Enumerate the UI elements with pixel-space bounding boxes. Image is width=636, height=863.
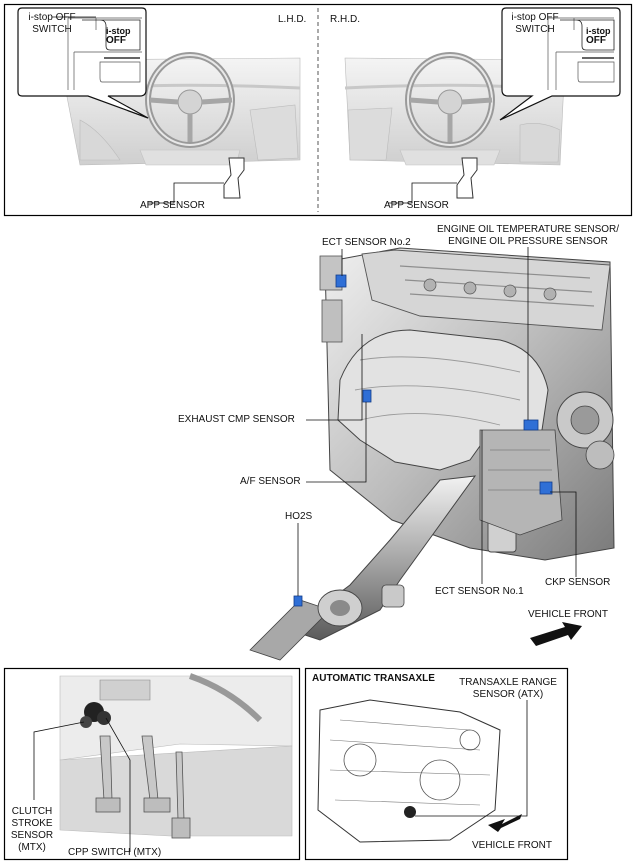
- rhd-app-pedal: [456, 157, 478, 199]
- ect-sensor-no2-label: ECT SENSOR No.2: [322, 237, 411, 248]
- oil-sensor-label-line1: ENGINE OIL TEMPERATURE SENSOR/: [436, 224, 620, 235]
- transaxle-panel-title: AUTOMATIC TRANSAXLE: [312, 673, 435, 684]
- ho2s-marker: [293, 595, 303, 607]
- lhd-button-line2: OFF: [106, 35, 126, 46]
- lhd-side-label: L.H.D.: [278, 14, 307, 25]
- lhd-switch-button-text: i-stop OFF: [106, 26, 131, 46]
- rhd-app-sensor-label: APP SENSOR: [384, 200, 449, 211]
- lhd-app-leader: [148, 182, 224, 204]
- top-panel: [3, 3, 633, 217]
- ckp-sensor-label: CKP SENSOR: [545, 577, 611, 588]
- lhd-switch-label: i-stop OFF SWITCH: [22, 12, 82, 36]
- clutch-stroke-sensor-label: CLUTCH STROKE SENSOR (MTX): [6, 806, 58, 854]
- rhd-button-line2: OFF: [586, 35, 606, 46]
- oil-sensor-label: ENGINE OIL TEMPERATURE SENSOR/ ENGINE OI…: [433, 224, 623, 248]
- oil-sensor-label-line2: ENGINE OIL PRESSURE SENSOR: [448, 236, 608, 247]
- lhd-app-sensor-label: APP SENSOR: [140, 200, 205, 211]
- tr-sensor-label-line2: SENSOR (ATX): [472, 689, 544, 700]
- engine-illustration: [249, 247, 615, 661]
- ho2s-label: HO2S: [285, 511, 313, 522]
- clutch-label-line4: (MTX): [18, 842, 46, 853]
- lhd-switch-label-line2: SWITCH: [32, 24, 72, 35]
- transaxle-vehicle-front-arrow: [488, 814, 522, 832]
- rhd-side-label: R.H.D.: [330, 14, 360, 25]
- exhaust-cmp-sensor-label: EXHAUST CMP SENSOR: [178, 414, 295, 425]
- rhd-switch-button-text: i-stop OFF: [586, 26, 611, 46]
- tr-sensor-label-line1: TRANSAXLE RANGE: [459, 677, 557, 688]
- lhd-app-pedal: [223, 157, 245, 199]
- clutch-label-line2: STROKE: [11, 818, 53, 829]
- top-panel-frame: [3, 3, 633, 217]
- af-sensor-marker: [362, 389, 372, 403]
- ect-sensor-no1-label: ECT SENSOR No.1: [435, 586, 524, 597]
- rhd-switch-label-line2: SWITCH: [515, 24, 555, 35]
- rhd-switch-label-line1: i-stop OFF: [511, 12, 559, 23]
- engine-vehicle-front-arrow: [530, 622, 582, 646]
- transaxle-panel-frame: [304, 667, 569, 861]
- transaxle-range-sensor-label: TRANSAXLE RANGE SENSOR (ATX): [450, 677, 566, 701]
- cpp-switch-label: CPP SWITCH (MTX): [68, 847, 162, 858]
- transaxle-panel: [304, 667, 569, 861]
- transaxle-vehicle-front-label: VEHICLE FRONT: [472, 840, 553, 851]
- rhd-switch-label: i-stop OFF SWITCH: [503, 12, 567, 36]
- pedal-panel-frame: [3, 667, 301, 861]
- engine-vehicle-front-label: VEHICLE FRONT: [528, 609, 609, 620]
- engine-leader-lines: [297, 247, 577, 596]
- rhd-app-leader: [388, 182, 457, 204]
- lhd-button-line1: i-stop: [106, 26, 131, 36]
- af-sensor-label: A/F SENSOR: [240, 476, 301, 487]
- clutch-label-line3: SENSOR: [10, 830, 54, 841]
- clutch-label-line1: CLUTCH: [11, 806, 53, 817]
- ckp-sensor-marker: [539, 481, 553, 495]
- pedal-panel: [3, 667, 301, 861]
- ect-sensor-no2-marker: [335, 274, 347, 288]
- oil-sensor-marker: [523, 419, 539, 431]
- rhd-button-line1: i-stop: [586, 26, 611, 36]
- lhd-switch-label-line1: i-stop OFF: [28, 12, 76, 23]
